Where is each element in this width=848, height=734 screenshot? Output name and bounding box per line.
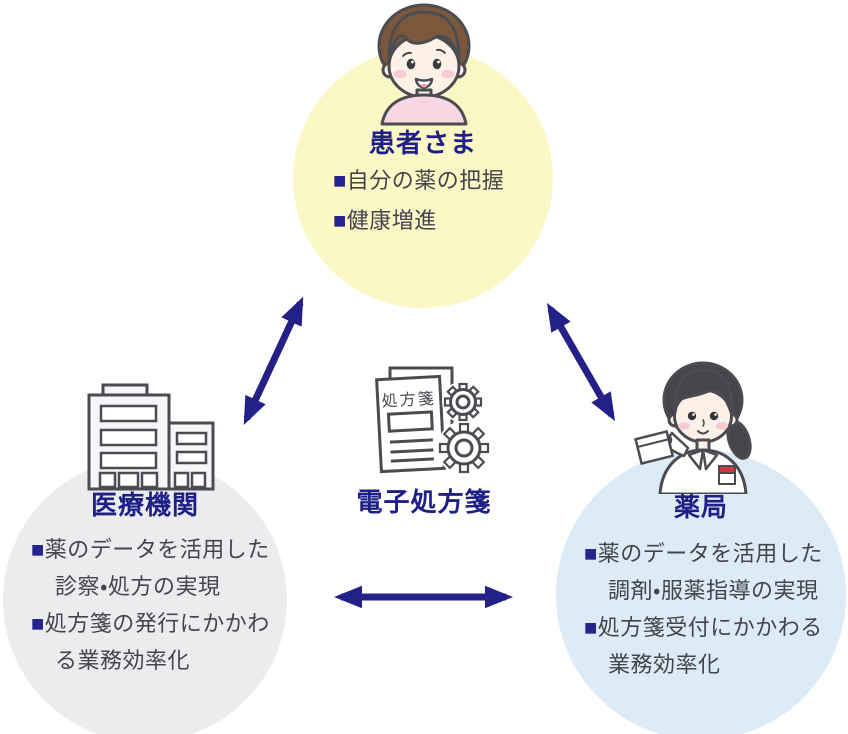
list-item-text: 健康増進 [346, 208, 437, 233]
bullet-square-icon: ■ [333, 208, 347, 233]
list-item: ■健康増進 [333, 201, 504, 241]
center-label: 電子処方箋 [356, 487, 492, 517]
bullet-square-icon: ■ [31, 611, 45, 636]
medical-institution-circle: 医療機関 ■薬のデータを活用した診察・処方の実現 ■処方箋の発行にかかわる業務効… [3, 458, 287, 734]
medical-institution-title: 医療機関 [90, 490, 199, 520]
arrow-patient-pharmacy [547, 302, 615, 422]
patient-illustration [377, 3, 471, 126]
pharmacy-benefit-list: ■薬のデータを活用した調剤・服薬指導の実現 ■処方箋受付にかかわる業務効率化 [584, 535, 823, 683]
list-item: ■薬のデータを活用した診察・処方の実現 [31, 531, 270, 605]
list-item: ■処方箋の発行にかかわる業務効率化 [31, 605, 270, 679]
document-label: 処方箋 [381, 389, 436, 411]
list-item-text: 薬のデータを活用した [597, 541, 823, 566]
medicine-box-icon [634, 429, 675, 465]
bullet-square-icon: ■ [584, 615, 598, 640]
list-item: ■自分の薬の把握 [333, 161, 504, 201]
list-item-text: 診察・処方の実現 [55, 574, 221, 599]
list-item-text: 調剤・服薬指導の実現 [608, 578, 819, 603]
list-item-text: る業務効率化 [55, 648, 191, 673]
patient-title: 患者さま [368, 128, 477, 158]
list-item-text: 処方箋の発行にかかわ [44, 611, 270, 636]
bullet-square-icon: ■ [584, 541, 598, 566]
list-item-text: 業務効率化 [608, 652, 721, 677]
pharmacist-illustration [634, 361, 752, 494]
hospital-building-icon [87, 383, 215, 491]
bullet-square-icon: ■ [333, 168, 347, 193]
pharmacy-title: 薬局 [673, 492, 728, 522]
bullet-square-icon: ■ [31, 537, 45, 562]
arrow-medical-pharmacy [334, 585, 513, 609]
gear-icon [438, 422, 490, 474]
medical-benefit-list: ■薬のデータを活用した診察・処方の実現 ■処方箋の発行にかかわる業務効率化 [31, 531, 270, 679]
arrow-patient-medical [243, 296, 304, 425]
patient-benefit-list: ■自分の薬の把握 ■健康増進 [333, 161, 504, 241]
prescription-document-icon: 処方箋 [375, 366, 491, 475]
list-item: ■処方箋受付にかかわる業務効率化 [584, 609, 823, 683]
list-item-text: 自分の薬の把握 [346, 168, 505, 193]
pharmacy-circle: 薬局 ■薬のデータを活用した調剤・服薬指導の実現 ■処方箋受付にかかわる業務効率… [556, 450, 846, 734]
list-item-text: 処方箋受付にかかわる [597, 615, 823, 640]
list-item: ■薬のデータを活用した調剤・服薬指導の実現 [584, 535, 823, 609]
list-item-text: 薬のデータを活用した [44, 537, 270, 562]
gear-icon [443, 382, 483, 422]
